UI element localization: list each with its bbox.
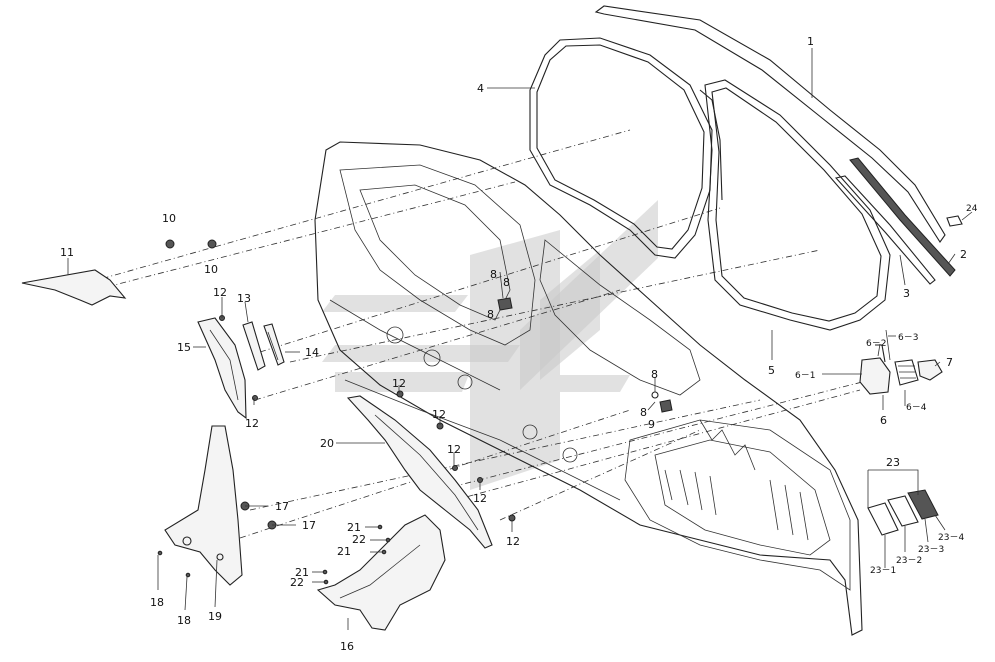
- part-15-a-pillar-trim: [197, 317, 247, 420]
- callout-leaders: [67, 48, 973, 630]
- callout-10b: 10: [204, 263, 218, 276]
- callout-22a: 22: [352, 533, 366, 546]
- callout-6: 6: [880, 414, 887, 427]
- callout-20: 20: [320, 437, 334, 450]
- callout-3: 3: [903, 287, 910, 300]
- part-14-trim-strip: [263, 323, 285, 366]
- callout-18a: 18: [150, 596, 164, 609]
- watermark-logo: [322, 200, 658, 490]
- callout-7: 7: [946, 356, 953, 369]
- callout-14: 14: [305, 346, 319, 359]
- part-16-lower-quarter-trim: [316, 514, 446, 631]
- part-24-clip: [946, 215, 963, 227]
- callout-19: 19: [208, 610, 222, 623]
- part-11-roof-side-trim: [21, 269, 127, 306]
- part-13-trim-strip: [242, 321, 266, 371]
- callout-6-2: 6－2: [866, 339, 886, 349]
- callout-6-3: 6－3: [898, 333, 918, 343]
- callout-6-1: 6－1: [795, 371, 815, 381]
- assembly-leader-lines: [89, 129, 871, 539]
- callout-13: 13: [237, 292, 251, 305]
- part-19-b-pillar-lower-trim: [164, 425, 243, 586]
- callout-12e: 12: [447, 443, 461, 456]
- callout-23-1: 23－1: [870, 566, 896, 576]
- part-4-front-door-weatherstrip: [529, 37, 713, 259]
- callout-23-4: 23－4: [938, 533, 964, 543]
- callout-17a: 17: [275, 500, 289, 513]
- callout-16: 16: [340, 640, 354, 653]
- callout-22b: 22: [290, 576, 304, 589]
- callout-17b: 17: [302, 519, 316, 532]
- part-23-label-set: [867, 489, 939, 536]
- callout-2: 2: [960, 248, 967, 261]
- callout-23: 23: [886, 456, 900, 469]
- callout-12c: 12: [392, 377, 406, 390]
- callout-15: 15: [177, 341, 191, 354]
- callout-labels: 1 2 3 4 5 6 6－1 6－2 6－3 6－4 7 8 8 8 8 8 …: [60, 35, 978, 653]
- part-5-rear-door-weatherstrip: [699, 79, 891, 331]
- callout-8d: 8: [651, 368, 658, 381]
- part-20-c-pillar-trim: [346, 395, 493, 549]
- callout-18b: 18: [177, 614, 191, 627]
- callout-21a: 21: [347, 521, 361, 534]
- callout-8c: 8: [487, 308, 494, 321]
- callout-8e: 8: [640, 406, 647, 419]
- callout-9: 9: [648, 418, 655, 431]
- part-3-quarter-seal: [834, 175, 936, 285]
- callout-21b: 21: [337, 545, 351, 558]
- callout-11: 11: [60, 246, 74, 259]
- callout-12a: 12: [213, 286, 227, 299]
- part-6-latch-assembly: [859, 329, 919, 395]
- callout-5: 5: [768, 364, 775, 377]
- callout-6-4: 6－4: [906, 403, 927, 413]
- callout-8b: 8: [503, 276, 510, 289]
- callout-8a: 8: [490, 268, 497, 281]
- callout-4: 4: [477, 82, 484, 95]
- callout-1: 1: [807, 35, 814, 48]
- part-8-9-fasteners: [497, 297, 673, 413]
- callout-23-2: 23－2: [896, 556, 922, 566]
- callout-12g: 12: [506, 535, 520, 548]
- callout-21c: 21: [295, 566, 309, 579]
- part-2-quarter-glass-molding: [849, 157, 956, 277]
- callout-12d: 12: [432, 408, 446, 421]
- callout-12b: 12: [245, 417, 259, 430]
- part-10-grommets: [165, 239, 217, 249]
- callout-23-3: 23－3: [918, 545, 944, 555]
- callout-12f: 12: [473, 492, 487, 505]
- callout-10a: 10: [162, 212, 176, 225]
- callout-24: 24: [966, 204, 978, 214]
- part-21-22-fasteners: [157, 524, 391, 585]
- part-1-roof-molding: [594, 5, 946, 243]
